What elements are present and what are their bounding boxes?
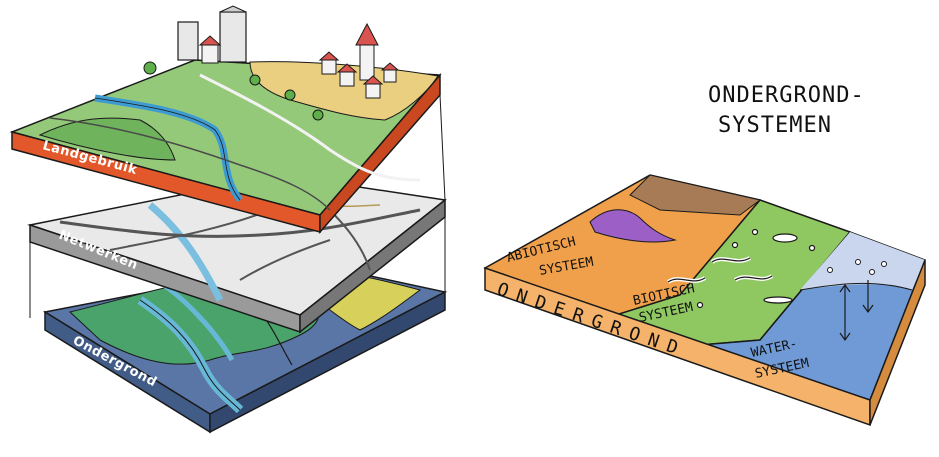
layer-landuse: Landgebruik bbox=[9, 5, 442, 234]
block-side-edge bbox=[869, 259, 926, 426]
zone-brown-band bbox=[629, 174, 762, 216]
water-flow-arrows bbox=[839, 280, 874, 342]
right-title-line2: SYSTEMEN bbox=[718, 113, 832, 138]
right-panel-subsurface-systems: ONDERGROND- SYSTEMEN bbox=[483, 83, 926, 427]
water-bubbles bbox=[827, 259, 887, 275]
right-title-line1: ONDERGROND- bbox=[708, 83, 865, 108]
zone-water-light bbox=[800, 232, 925, 290]
zone-purple-lens bbox=[589, 209, 677, 243]
biotic-organisms bbox=[666, 228, 816, 309]
left-panel-layer-stack: Ondergrond Netwerken bbox=[9, 5, 448, 434]
layer-subsurface: Ondergrond bbox=[42, 261, 448, 434]
layer-connectors bbox=[29, 94, 446, 318]
